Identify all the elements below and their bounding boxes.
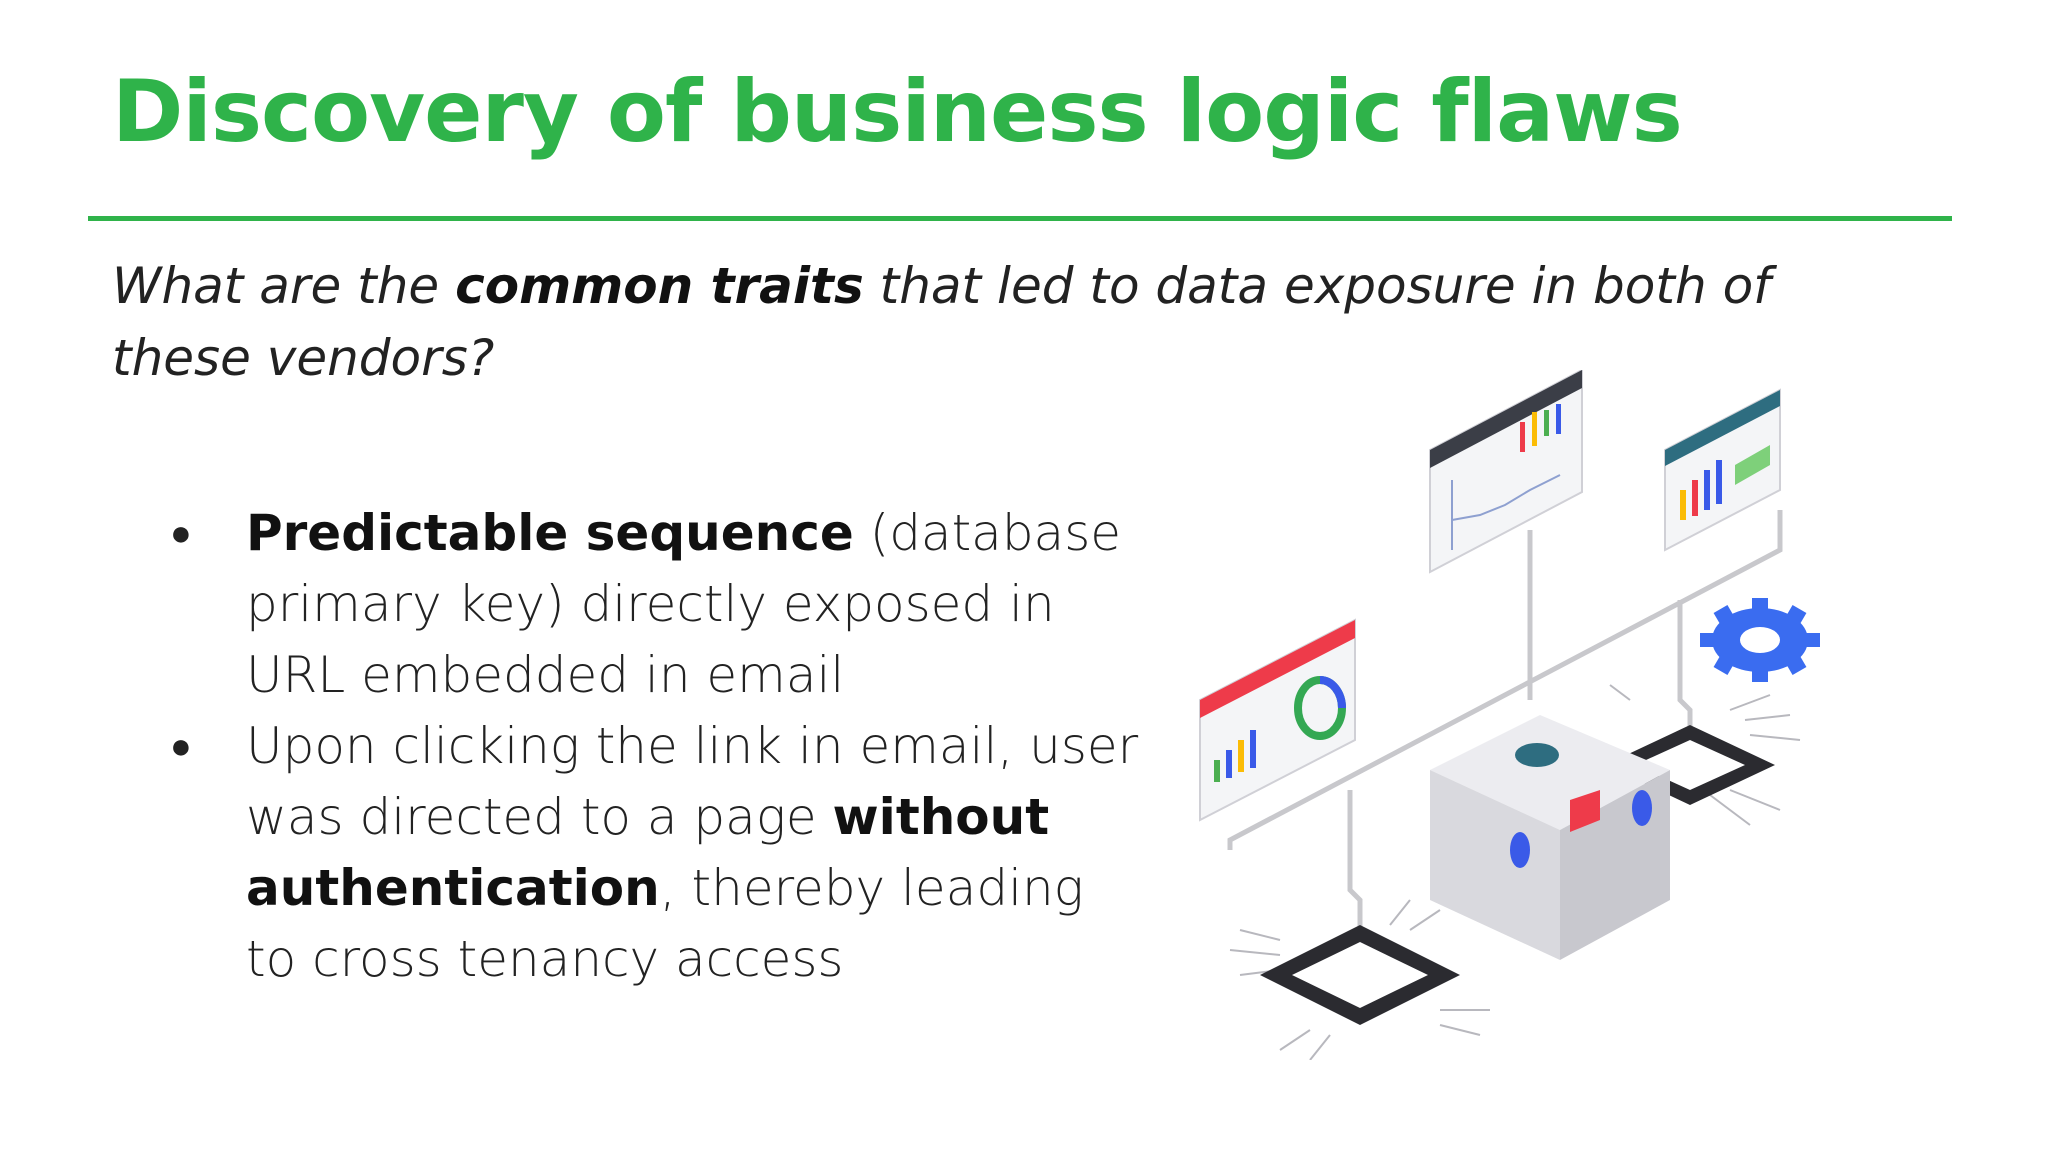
bullet-text: Upon clicking the link in email, user wa… [246, 717, 1139, 846]
bullet-emphasis: without authentication [246, 788, 1050, 917]
dashboard-top-icon [1429, 370, 1583, 574]
title-divider [88, 216, 1952, 221]
bullet-item: ● Upon clicking the link in email, user … [160, 711, 1140, 995]
gear-icon [1700, 598, 1820, 682]
bullet-item: ● Predictable sequence (database primary… [160, 498, 1140, 711]
bullet-emphasis: Predictable sequence [246, 504, 854, 562]
slide-title: Discovery of business logic flaws [112, 62, 1683, 162]
dashboard-left-icon [1199, 618, 1356, 822]
bullet-dot: ● [170, 513, 192, 554]
question-emphasis: common traits [455, 257, 864, 315]
question-part-1: What are the [112, 257, 456, 315]
bullet-text: , thereby leading to cross tenancy acces… [246, 859, 1084, 988]
question-part-2: that led to data exposure in both of the… [112, 257, 1771, 387]
chip-left-icon [1229, 899, 1490, 1060]
server-network-dashboards-icon [1199, 370, 1820, 1060]
server-box-icon [1430, 715, 1670, 960]
bullet-list: ● Predictable sequence (database primary… [160, 498, 1140, 995]
bullet-dot: ● [170, 726, 192, 767]
slide-question: What are the common traits that led to d… [112, 250, 1872, 394]
bullet-text: (database primary key) directly exposed … [246, 504, 1122, 704]
dashboard-right-icon [1664, 388, 1781, 552]
